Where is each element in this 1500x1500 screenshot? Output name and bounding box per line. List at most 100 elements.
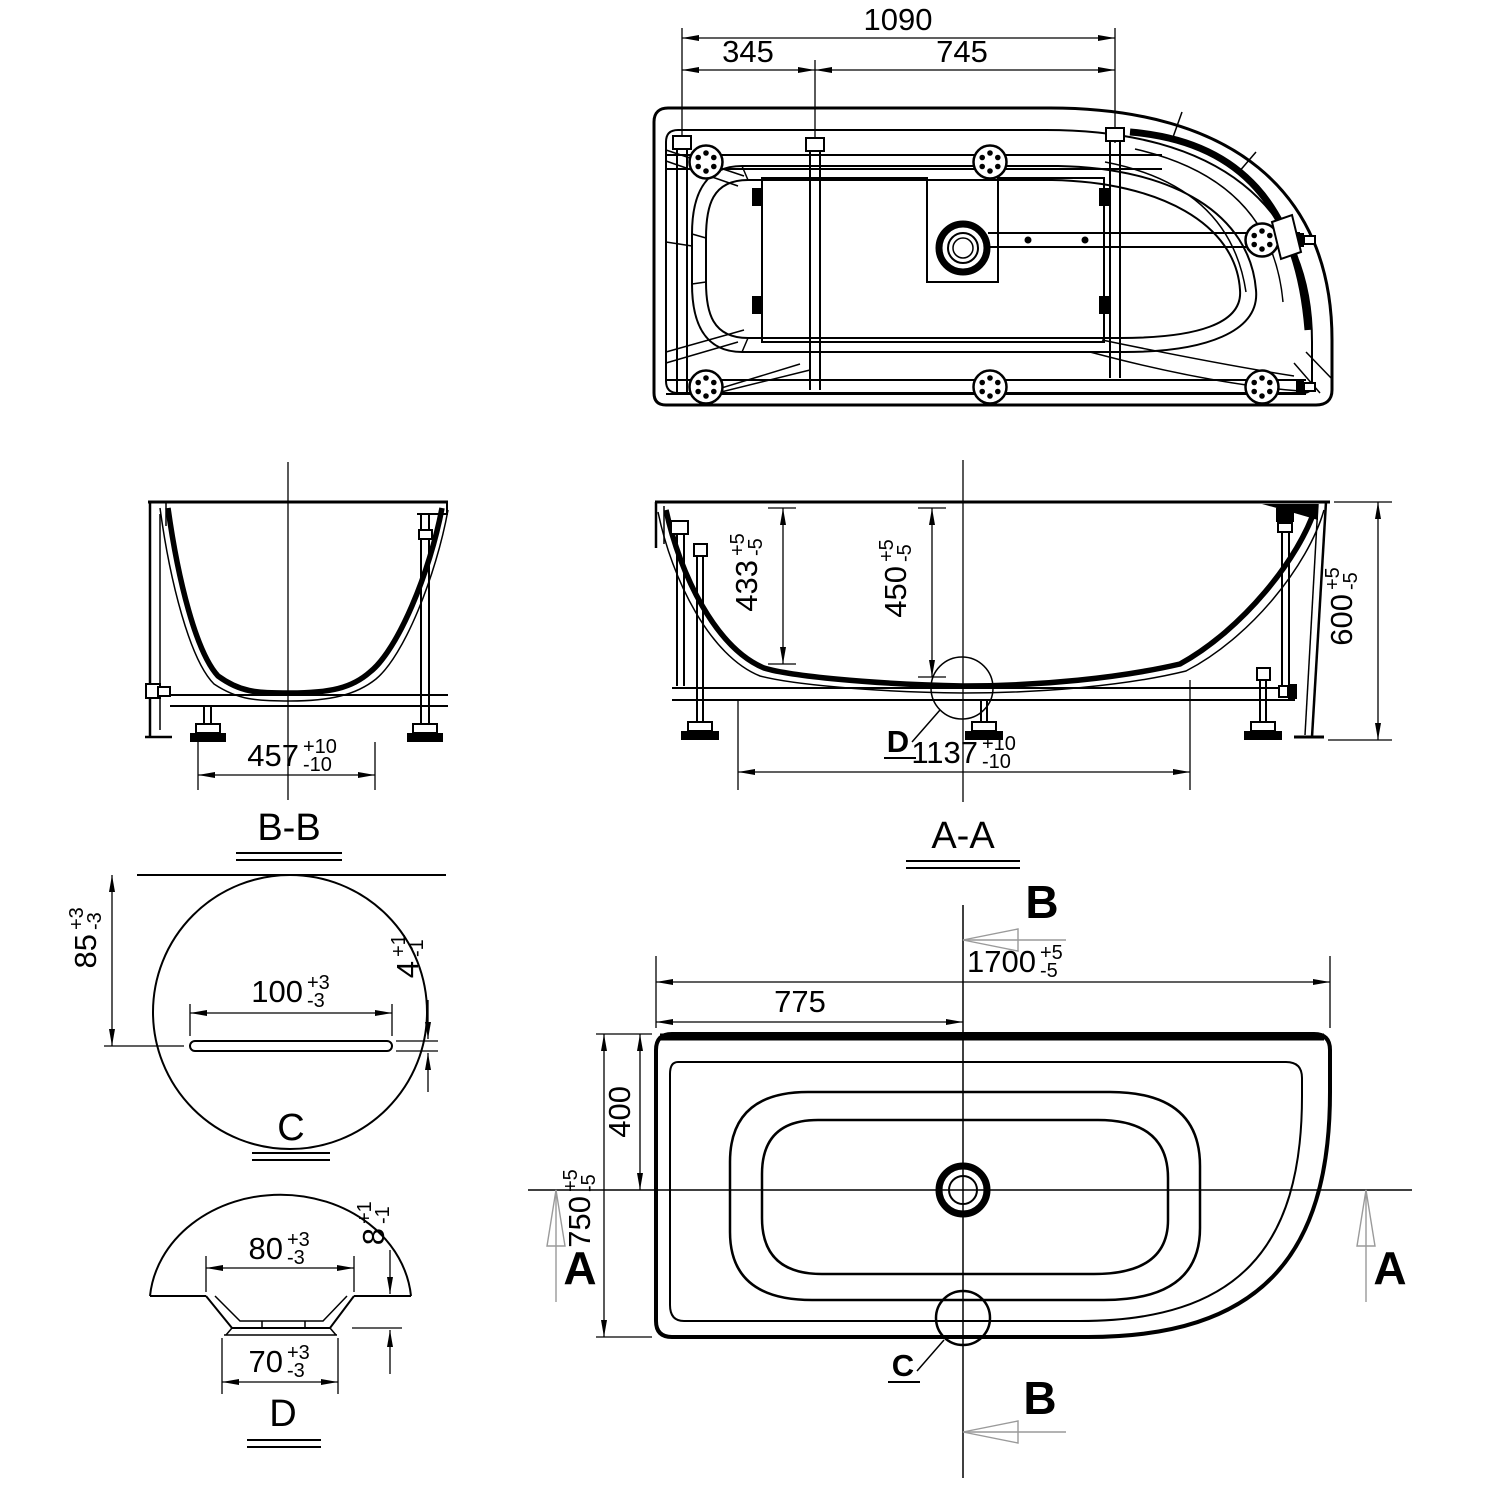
detail-d-label: D — [269, 1393, 296, 1435]
rim-bracket — [1270, 213, 1303, 261]
leg-pad — [965, 731, 1003, 740]
leg-pad — [681, 731, 719, 740]
dim-457-minus: -10 — [303, 754, 332, 776]
top-view-floor-panel — [752, 177, 1109, 343]
section-marker-a-left: A — [546, 1189, 597, 1302]
rim-heavy-arc — [1129, 128, 1312, 331]
post-cap — [1105, 127, 1125, 142]
panel-clip — [1099, 188, 1109, 206]
skirt-outer — [1310, 501, 1328, 738]
section-marker-b-top: B — [962, 876, 1066, 952]
dim-750-minus: -5 — [578, 1174, 600, 1192]
leg-cap — [693, 543, 708, 557]
panel-clip — [1099, 296, 1109, 314]
leg-plate — [971, 721, 997, 732]
support-cap — [1276, 508, 1294, 522]
dim-100: 100 — [251, 974, 303, 1009]
plan-dim-400: 400 — [602, 1034, 643, 1190]
dim-8-minus: -1 — [372, 1206, 394, 1224]
dim-433: 433 — [729, 560, 764, 612]
d-dim-80: 80 +3 -3 — [205, 1229, 355, 1292]
top-view-dimensions: 1090 345 745 — [681, 2, 1116, 152]
dim-4-plus: +1 — [388, 934, 410, 957]
detail-ref-d: D — [887, 724, 909, 759]
plan-dim-1700: 1700 +5 -5 — [655, 942, 1331, 1028]
dim-1700: 1700 — [967, 944, 1036, 979]
bb-dim-457: 457 +10 -10 — [197, 736, 376, 790]
aa-dim-433: 433 +5 -5 — [727, 507, 796, 665]
rail-end-bolt — [1296, 380, 1304, 394]
leg-plate — [1250, 721, 1276, 732]
c-dim-4: 4 +1 -1 — [388, 934, 438, 1092]
overflow-slot — [189, 1040, 393, 1052]
dim-70-minus: -3 — [287, 1360, 305, 1382]
dim-1137-plus: +10 — [982, 733, 1016, 755]
leg-plate — [687, 721, 713, 732]
panel-clip — [752, 188, 762, 206]
dim-1090: 1090 — [864, 2, 933, 37]
support-cap — [670, 520, 689, 535]
recess-inner — [214, 1295, 348, 1322]
detail-boundary — [149, 1193, 412, 1297]
dim-450-plus: +5 — [876, 539, 898, 562]
dim-775: 775 — [774, 984, 826, 1019]
plan-detail-circle-c: C — [888, 1289, 992, 1383]
plan-dim-775: 775 — [656, 984, 963, 1025]
dim-1137-minus: -10 — [982, 751, 1011, 773]
section-marker-b-bottom: B — [962, 1372, 1066, 1444]
dim-85-minus: -3 — [84, 912, 106, 930]
dim-4: 4 — [390, 961, 425, 978]
dim-70: 70 — [249, 1344, 283, 1379]
post-cap — [672, 135, 692, 150]
dim-750: 750 — [562, 1196, 597, 1248]
rim-inner-line — [669, 1061, 1303, 1322]
basin-floor — [760, 1118, 1170, 1276]
dim-100-plus: +3 — [307, 972, 330, 994]
top-view: 1090 345 745 — [652, 2, 1334, 407]
marker-a-label: A — [1373, 1242, 1406, 1294]
top-view-frame — [666, 127, 1316, 405]
aa-dim-600: 600 +5 -5 — [1322, 501, 1392, 741]
dim-400: 400 — [602, 1086, 637, 1138]
detail-boundary — [152, 874, 428, 1150]
drain-outer-ring — [935, 220, 991, 276]
marker-b-label: B — [1025, 876, 1058, 928]
dim-457: 457 — [247, 738, 299, 773]
leg-adjuster — [418, 529, 433, 540]
dim-85: 85 — [68, 934, 103, 968]
bowl-section — [663, 505, 1319, 689]
detail-c: 85 +3 -3 100 +3 -3 4 +1 -1 — [66, 874, 446, 1161]
section-aa: D 433 +5 -5 450 +5 -5 — [654, 460, 1392, 869]
basin-rim — [728, 1090, 1202, 1302]
leg-cap — [1256, 667, 1271, 681]
dim-600-plus: +5 — [1322, 567, 1344, 590]
dim-4-minus: -1 — [406, 939, 428, 957]
frame-foot — [688, 369, 724, 405]
rail-end-bolt — [1296, 233, 1304, 247]
section-marker-a-right: A — [1356, 1189, 1407, 1302]
post-cap — [805, 137, 825, 152]
panel-clip — [752, 296, 762, 314]
section-bb: 457 +10 -10 B-B — [145, 462, 449, 861]
drain — [935, 1162, 991, 1218]
bowl-section — [165, 507, 445, 696]
dim-1137: 1137 — [911, 735, 978, 770]
rim-wedge — [1262, 504, 1318, 520]
detail-ref-c: C — [892, 1348, 914, 1383]
dim-745: 745 — [936, 34, 988, 69]
d-dim-8: 8 +1 -1 — [352, 1201, 402, 1374]
leg-pad — [407, 733, 443, 742]
dim-80-plus: +3 — [287, 1229, 310, 1251]
marker-b-label: B — [1023, 1372, 1056, 1424]
dim-345: 345 — [722, 34, 774, 69]
tub-outline — [654, 1032, 1332, 1339]
leg-plate — [195, 723, 221, 734]
frame-foot — [972, 369, 1008, 405]
detail-d: 80 +3 -3 8 +1 -1 70 +3 -3 D — [149, 1193, 412, 1448]
dim-600: 600 — [1324, 594, 1359, 646]
dim-600-minus: -5 — [1340, 572, 1362, 590]
dim-85-plus: +3 — [66, 907, 88, 930]
dim-1700-plus: +5 — [1040, 942, 1063, 964]
c-dim-100: 100 +3 -3 — [189, 972, 393, 1036]
